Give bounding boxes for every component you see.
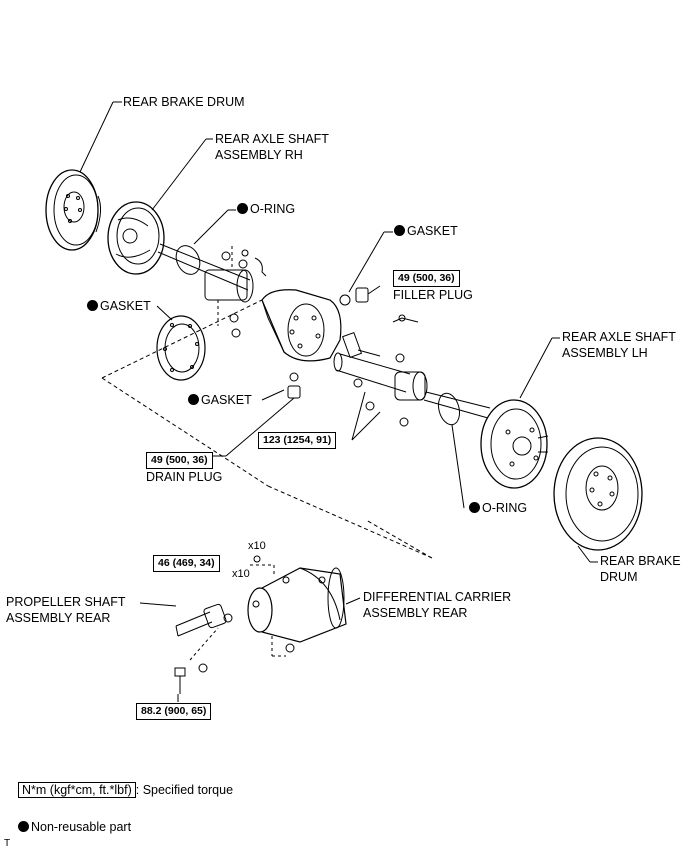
axle-shaft-rh-label-1: REAR AXLE SHAFT [215, 132, 329, 146]
gasket-mid-drawing [289, 372, 299, 382]
differential-carrier-drawing [247, 567, 347, 653]
filler-plug-drawing [355, 287, 369, 303]
axle-shaft-rh-label-2: ASSEMBLY RH [215, 148, 303, 162]
leader-line [79, 101, 114, 173]
carrier-mount-outline [101, 299, 433, 559]
drain-plug-label: DRAIN PLUG [146, 470, 223, 484]
corner-mark: T [4, 838, 11, 849]
torque-legend: N*m (kgf*cm, ft.*lbf): Specified torque [18, 782, 234, 798]
gasket-left-drawing [156, 315, 206, 381]
gasket-mid-label: GASKET [188, 393, 252, 408]
rear-brake-drum-rh-label: REAR BRAKE DRUM [123, 95, 245, 109]
nonreusable-dot-icon [87, 300, 98, 311]
o-ring-top-label: O-RING [237, 202, 295, 217]
nonreusable-dot-icon [237, 203, 248, 214]
sensor-drawing [392, 317, 419, 323]
nonreusable-dot-icon [394, 225, 405, 236]
axle-shaft-lh-label-2: ASSEMBLY LH [562, 346, 648, 360]
filler-plug-label: FILLER PLUG [393, 288, 473, 302]
nonreusable-dot-icon [469, 502, 480, 513]
carrier-nuts-torque: 46 (469, 34) [153, 555, 220, 572]
gasket-top-drawing [339, 294, 351, 306]
nonreusable-dot-icon [188, 394, 199, 405]
propeller-shaft-label-2: ASSEMBLY REAR [6, 611, 111, 625]
rear-brake-drum-lh-drawing [553, 437, 643, 551]
axle-shaft-lh-label-1: REAR AXLE SHAFT [562, 330, 676, 344]
propeller-shaft-drawing [175, 603, 233, 637]
axle-nuts-torque: 123 (1254, 91) [258, 432, 337, 449]
axle-housing-drawing [261, 289, 381, 362]
rear-axle-shaft-rh-drawing [107, 201, 251, 291]
diff-carrier-label-2: ASSEMBLY REAR [363, 606, 468, 620]
o-ring-bottom-label: O-RING [469, 501, 527, 516]
o-ring-top-drawing [175, 245, 201, 275]
drain-plug-drawing [287, 385, 301, 399]
carrier-nut-qty-top: x10 [248, 540, 266, 552]
nonreusable-dot-icon [18, 821, 29, 832]
rear-brake-drum-lh-label-2: DRUM [600, 570, 638, 584]
nonreusable-legend-text: Non-reusable part [31, 820, 132, 834]
nonreusable-legend: Non-reusable part [18, 820, 131, 834]
torque-legend-text: : Specified torque [135, 783, 234, 797]
filler-plug-torque: 49 (500, 36) [393, 270, 460, 287]
carrier-nut-qty-bottom: x10 [232, 568, 250, 580]
drain-plug-torque: 49 (500, 36) [146, 452, 213, 469]
axle-flange-rh-drawing [204, 249, 267, 338]
o-ring-bottom-drawing [437, 392, 461, 426]
propeller-bolt-torque: 88.2 (900, 65) [136, 703, 212, 720]
gasket-top-label: GASKET [394, 224, 458, 239]
gasket-left-label: GASKET [87, 299, 151, 314]
propeller-shaft-label-1: PROPELLER SHAFT [6, 595, 126, 609]
diff-carrier-label-1: DIFFERENTIAL CARRIER [363, 590, 512, 604]
axle-tube-lh-drawing [333, 352, 428, 427]
rear-brake-drum-rh-drawing [45, 169, 102, 251]
torque-unit-box: N*m (kgf*cm, ft.*lbf) [18, 782, 136, 798]
rear-axle-shaft-lh-drawing [480, 399, 549, 489]
rear-brake-drum-lh-label-1: REAR BRAKE [600, 554, 681, 568]
propeller-bolt-drawing [174, 627, 219, 694]
